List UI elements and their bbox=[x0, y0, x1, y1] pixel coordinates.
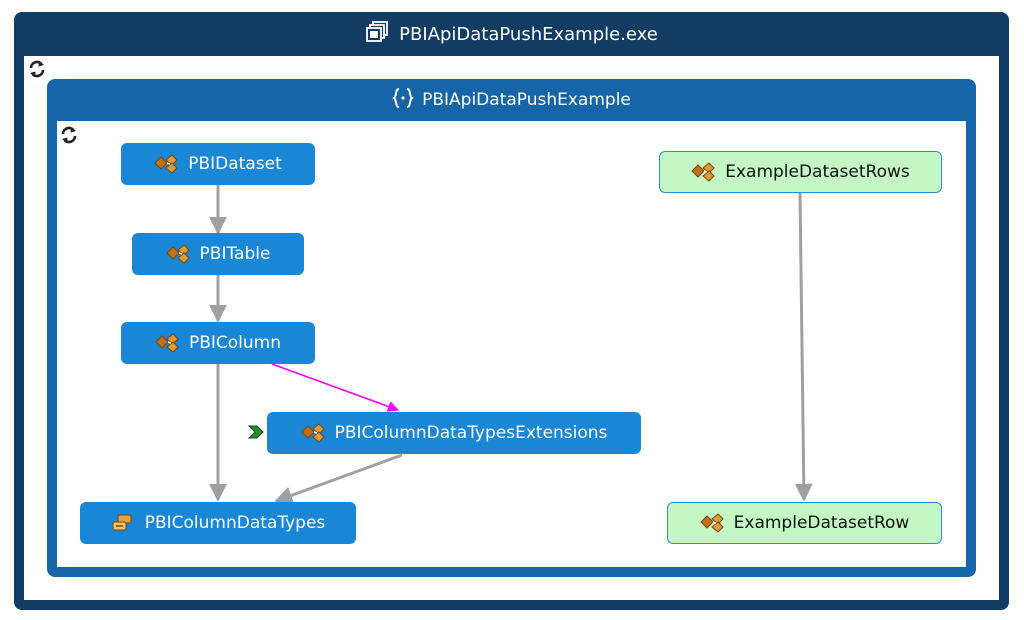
node-label: PBIColumn bbox=[188, 333, 282, 353]
namespace-braces-icon bbox=[392, 87, 414, 114]
node-pbicolumndatatypesextensions[interactable]: PBIColumnDataTypesExtensions bbox=[267, 412, 641, 454]
node-label: ExampleDatasetRow bbox=[733, 513, 910, 533]
node-pbicolumn[interactable]: PBIColumn bbox=[121, 322, 315, 364]
assembly-group-header[interactable]: PBIApiDataPushExample.exe bbox=[14, 12, 1009, 56]
refresh-icon[interactable] bbox=[58, 124, 80, 146]
assembly-group-title: PBIApiDataPushExample.exe bbox=[399, 23, 658, 45]
class-icon bbox=[165, 244, 190, 264]
edge-pbicolumndatatypesextensions-pbicolumndatatypes[interactable] bbox=[274, 453, 403, 504]
class-icon bbox=[691, 162, 715, 182]
extension-arrow-icon bbox=[247, 424, 264, 440]
edge-exampledatasetrows-exampledatasetrow[interactable] bbox=[794, 192, 813, 502]
enum-icon bbox=[111, 513, 135, 533]
namespace-group-header[interactable]: PBIApiDataPushExample bbox=[47, 79, 976, 121]
namespace-group-title: PBIApiDataPushExample bbox=[422, 90, 631, 110]
node-pbitable[interactable]: PBITable bbox=[132, 233, 304, 275]
node-label: PBITable bbox=[199, 244, 271, 264]
class-icon bbox=[300, 423, 325, 443]
node-label: PBIDataset bbox=[188, 154, 282, 174]
node-label: PBIColumnDataTypes bbox=[144, 513, 326, 533]
node-label: PBIColumnDataTypesExtensions bbox=[334, 423, 608, 443]
class-icon bbox=[155, 333, 179, 353]
node-pbicolumndatatypes[interactable]: PBIColumnDataTypes bbox=[80, 502, 356, 544]
node-exampledatasetrows[interactable]: ExampleDatasetRows bbox=[659, 151, 942, 193]
node-exampledatasetrow[interactable]: ExampleDatasetRow bbox=[667, 502, 942, 544]
class-icon bbox=[154, 154, 178, 174]
class-icon bbox=[699, 513, 724, 533]
refresh-icon[interactable] bbox=[26, 58, 48, 80]
window-stack-icon bbox=[365, 20, 389, 48]
edge-pbicolumn-pbicolumndatatypesextensions[interactable] bbox=[271, 363, 400, 412]
node-pbidataset[interactable]: PBIDataset bbox=[121, 143, 315, 185]
node-label: ExampleDatasetRows bbox=[725, 162, 910, 182]
